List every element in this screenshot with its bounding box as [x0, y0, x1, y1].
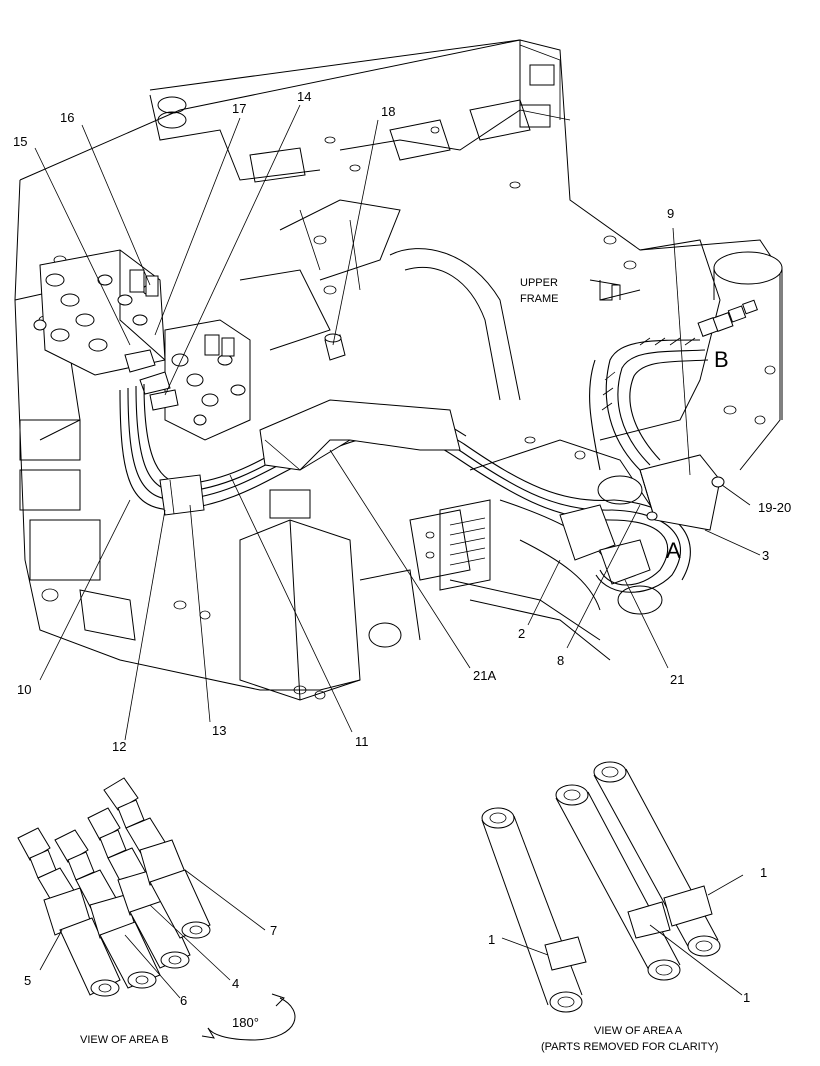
label-16: 16: [60, 110, 74, 125]
area-markers: B A: [666, 347, 729, 563]
label-21a: 21A: [473, 668, 496, 683]
leader-lines: [34, 104, 761, 741]
part-labels: 15 16 17 14 18 9 19-20 3 10 12 13 11 21A…: [13, 89, 791, 754]
fitting-assembly-5: [17, 827, 121, 997]
label-12: 12: [112, 739, 126, 754]
caption-view-area-a: VIEW OF AREA A: [594, 1025, 683, 1037]
upper-frame-tag: [599, 280, 620, 301]
upper-frame-label: UPPER FRAME: [520, 277, 559, 305]
label-15: 15: [13, 134, 27, 149]
label-4: 4: [232, 976, 239, 991]
fitting-18: [324, 333, 346, 361]
control-valve-stack: [33, 249, 251, 441]
view-area-b: 5 6 4 7 180° VIEW OF AREA B: [17, 777, 296, 1046]
label-3: 3: [762, 548, 769, 563]
rotation-label: 180°: [232, 1015, 259, 1030]
label-7: 7: [270, 923, 277, 938]
area-b-marker: B: [714, 347, 729, 372]
fitting-assembly-4: [87, 807, 191, 969]
hose-a-left: [481, 807, 587, 1013]
upper-frame-line1: UPPER: [520, 277, 558, 289]
label-19-20: 19-20: [758, 500, 791, 515]
upper-frame-line2: FRAME: [520, 293, 559, 305]
label-9: 9: [667, 206, 674, 221]
label-6: 6: [180, 993, 187, 1008]
label-21: 21: [670, 672, 684, 687]
label-18: 18: [381, 104, 395, 119]
label-2: 2: [518, 626, 525, 641]
label-11: 11: [355, 734, 369, 749]
label-14: 14: [297, 89, 311, 104]
hose-a-middle: [555, 784, 681, 981]
caption-view-area-a-note: (PARTS REMOVED FOR CLARITY): [541, 1041, 718, 1053]
label-1-left: 1: [488, 932, 495, 947]
label-10: 10: [17, 682, 31, 697]
label-5: 5: [24, 973, 31, 988]
louver-plate: [425, 499, 491, 591]
label-17: 17: [232, 101, 246, 116]
fitting-assembly-7: [103, 777, 211, 939]
area-a-marker: A: [666, 538, 681, 563]
hose-bundle: [119, 299, 758, 593]
label-1-right-top: 1: [760, 865, 767, 880]
caption-view-area-b: VIEW OF AREA B: [80, 1034, 169, 1046]
hose-fittings-b: [697, 299, 758, 337]
label-13: 13: [212, 723, 226, 738]
label-8: 8: [557, 653, 564, 668]
hose-a-right: [593, 761, 721, 957]
label-1-right-bottom: 1: [743, 990, 750, 1005]
rotation-arrow-icon: [201, 993, 296, 1041]
view-area-a: 1 1 1 VIEW OF AREA A (PARTS REMOVED FOR …: [481, 761, 767, 1053]
